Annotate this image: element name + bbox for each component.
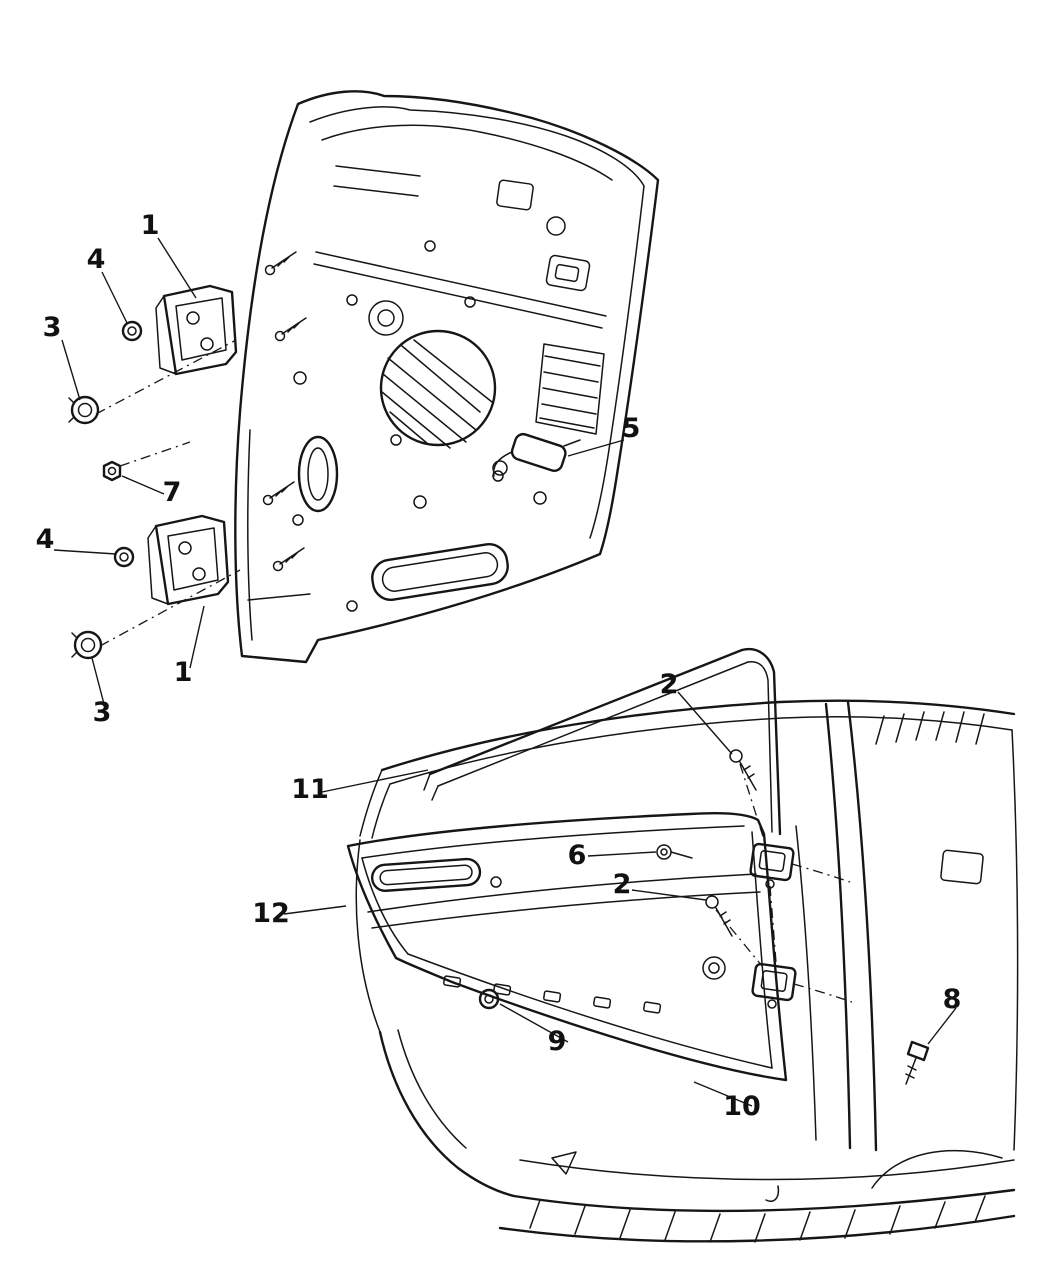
window-frame-bracing — [333, 165, 591, 292]
lower-hinge — [147, 514, 230, 606]
callout-12-door-panel: 12 — [252, 898, 290, 929]
body-side-door-diagram: 11 12 2 6 2 9 10 8 — [252, 647, 1019, 1243]
door-inner-panel-diagram: 1 4 3 7 4 1 3 5 — [36, 90, 660, 728]
door-outer-panel — [346, 812, 788, 1082]
upper-plug — [68, 395, 100, 425]
screw-icon — [264, 251, 297, 276]
door-check-strap — [492, 432, 581, 482]
door-hinge-upper — [749, 842, 795, 889]
screw-lower — [705, 895, 733, 937]
rocker-sill — [378, 1029, 1016, 1243]
door-clip — [478, 988, 500, 1010]
body-structure — [355, 699, 1019, 1152]
assembly-phantom-lines — [95, 339, 241, 647]
regulator-hatched-area — [535, 343, 605, 435]
callout-5-door-check: 5 — [622, 413, 641, 444]
door-shell-outline — [234, 90, 660, 664]
upper-grommet — [121, 320, 143, 342]
door-handle-opening — [370, 857, 482, 892]
top-callouts: 1 4 3 7 4 1 3 5 — [36, 210, 641, 728]
hinge-phantom-lines — [715, 763, 853, 1003]
lower-plug — [71, 630, 103, 660]
callout-2-lower-screw: 2 — [613, 869, 632, 900]
callout-10-door-assembly: 10 — [723, 1091, 761, 1122]
screw-icon — [262, 481, 295, 506]
access-hole-hatched — [379, 329, 497, 449]
panel-holes — [292, 294, 547, 612]
lower-grommet — [113, 546, 135, 568]
callout-11-window-frame: 11 — [291, 774, 329, 805]
callout-1-upper-hinge: 1 — [141, 210, 160, 241]
upper-hinge — [155, 284, 238, 376]
callout-6-bolt: 6 — [568, 840, 587, 871]
screw-icon — [272, 547, 305, 572]
body-screw — [905, 1040, 930, 1085]
callout-4-upper-grommet: 4 — [87, 244, 106, 275]
door-hinge-lower — [751, 962, 797, 1009]
screw-icon — [274, 317, 307, 342]
callout-8-screw: 8 — [943, 984, 962, 1015]
callout-2-upper-screw: 2 — [660, 669, 679, 700]
bottom-callouts: 11 12 2 6 2 9 10 8 — [252, 669, 961, 1122]
callout-7-nut: 7 — [163, 477, 182, 508]
lower-band-slots — [443, 956, 726, 1014]
screw-upper — [729, 749, 757, 791]
callout-1-lower-hinge: 1 — [174, 657, 193, 688]
hinge-screws — [262, 251, 307, 572]
callout-3-upper-plug: 3 — [43, 312, 62, 343]
bolt — [656, 844, 693, 860]
callout-4-lower-grommet: 4 — [36, 524, 55, 555]
callout-9-clip: 9 — [548, 1026, 567, 1057]
hinge-nut — [102, 460, 122, 482]
window-frame — [423, 647, 782, 836]
callout-3-lower-plug: 3 — [93, 697, 112, 728]
